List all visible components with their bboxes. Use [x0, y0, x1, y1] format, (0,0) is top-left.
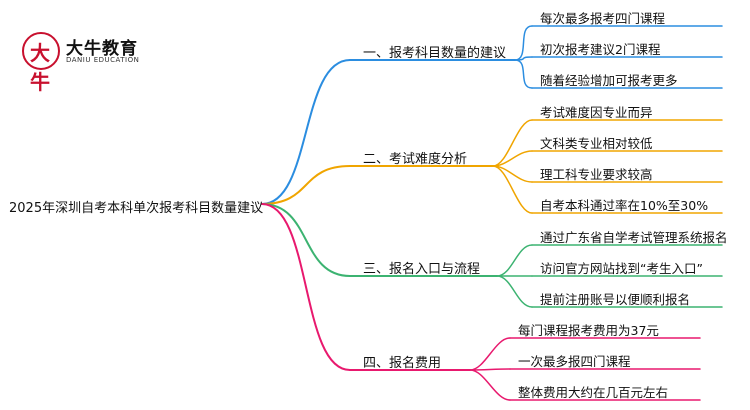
leaf-connector-4-3 [469, 369, 511, 401]
leaf-topic-1-1: 每次最多报考四门课程 [540, 11, 666, 26]
leaf-connector-1-3 [514, 59, 533, 89]
leaf-topic-3-3: 提前注册账号以便顺利报名 [540, 292, 691, 307]
brand-logo: 大牛 大牛教育 DANIU EDUCATION [22, 32, 162, 94]
logo-subtitle: DANIU EDUCATION [66, 56, 140, 64]
logo-emblem-icon: 大牛 [22, 32, 60, 94]
branch-connector-2 [261, 165, 351, 205]
logo-mark-text: 大牛 [30, 41, 50, 94]
branch-connector-4 [261, 203, 351, 371]
logo-title: 大牛教育 [66, 39, 138, 59]
leaf-topic-1-2: 初次报考建议2门课程 [540, 42, 661, 57]
branch-connector-1 [261, 59, 351, 205]
leaf-connector-4-1 [469, 337, 511, 371]
leaf-connector-3-3 [496, 275, 533, 308]
leaf-topic-4-2: 一次最多报四门课程 [518, 354, 631, 369]
leaf-topic-2-2: 文科类专业相对较低 [540, 136, 653, 151]
branch-topic-3: 三、报名入口与流程 [363, 262, 481, 277]
leaf-topic-3-1: 通过广东省自学考试管理系统报名 [540, 230, 728, 245]
leaf-topic-2-3: 理工科专业要求较高 [540, 167, 653, 182]
leaf-topic-1-3: 随着经验增加可报考更多 [540, 73, 678, 88]
leaf-topic-4-3: 整体费用大约在几百元左右 [518, 385, 669, 400]
branch-topic-2: 二、考试难度分析 [363, 152, 468, 167]
branch-connector-3 [261, 203, 351, 277]
leaf-topic-2-4: 自考本科通过率在10%至30% [540, 198, 709, 213]
leaf-connector-2-4 [492, 165, 533, 214]
leaf-connector-2-1 [492, 119, 533, 167]
leaf-topic-3-2: 访问官方网站找到“考生入口” [540, 261, 703, 276]
leaf-connector-1-2 [514, 56, 533, 61]
leaf-connector-3-1 [496, 244, 533, 277]
leaf-topic-2-1: 考试难度因专业而异 [540, 105, 653, 120]
leaf-connector-4-2 [469, 368, 511, 371]
leaf-topic-4-1: 每门课程报考费用为37元 [518, 323, 659, 338]
root-topic: 2025年深圳自考本科单次报考科目数量建议 [9, 201, 264, 216]
branch-topic-4: 四、报名费用 [363, 356, 442, 371]
leaf-connector-1-1 [514, 25, 533, 61]
branch-topic-1: 一、报考科目数量的建议 [363, 46, 507, 61]
